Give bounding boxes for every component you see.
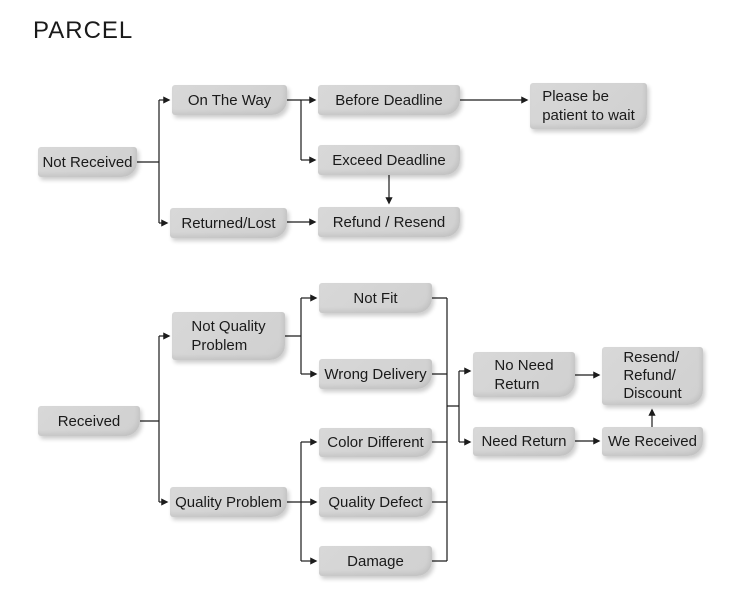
node-label: Before Deadline xyxy=(335,91,443,109)
node-label: Color Different xyxy=(327,434,424,451)
node-label: Quality Defect xyxy=(328,493,423,511)
node-please-be-patient: Please be patient to wait xyxy=(530,83,647,129)
connector-lines xyxy=(137,96,656,565)
node-label: Exceed Deadline xyxy=(332,151,446,169)
node-label: We Received xyxy=(608,433,697,450)
node-wrong-delivery: Wrong Delivery xyxy=(319,359,432,389)
node-color-different: Color Different xyxy=(319,428,432,457)
connector-not-quality-split xyxy=(285,298,302,374)
node-label: Returned/Lost xyxy=(181,214,276,232)
node-resend-refund-discount: Resend/ Refund/ Discount xyxy=(602,347,703,405)
node-quality-problem: Quality Problem xyxy=(170,487,287,517)
node-no-need-return: No Need Return xyxy=(473,352,575,397)
connector-received-split xyxy=(140,336,160,502)
node-label: Please be patient to wait xyxy=(542,88,635,124)
node-not-quality-problem: Not Quality Problem xyxy=(172,312,285,360)
node-label: Wrong Delivery xyxy=(324,365,427,383)
node-label: On The Way xyxy=(187,91,272,109)
node-label: No Need Return xyxy=(494,356,554,393)
node-label: Received xyxy=(57,412,121,430)
node-label: Not Received xyxy=(42,153,133,171)
node-label: Not Fit xyxy=(353,289,398,307)
node-not-received: Not Received xyxy=(38,147,137,177)
node-exceed-deadline: Exceed Deadline xyxy=(318,145,460,175)
node-we-received: We Received xyxy=(602,427,703,456)
connector-return-branch xyxy=(447,371,460,442)
node-label: Damage xyxy=(347,552,404,570)
node-label: Resend/ Refund/ Discount xyxy=(623,349,682,402)
node-quality-defect: Quality Defect xyxy=(319,487,432,517)
node-need-return: Need Return xyxy=(473,427,575,456)
node-damage: Damage xyxy=(319,546,432,576)
connector-on-the-way-split xyxy=(287,99,302,160)
node-refund-resend: Refund / Resend xyxy=(318,207,460,237)
page-title: PARCEL xyxy=(33,17,134,44)
node-label: Quality Problem xyxy=(175,493,282,511)
node-returned-lost: Returned/Lost xyxy=(170,208,287,238)
node-label: Need Return xyxy=(481,433,567,450)
node-before-deadline: Before Deadline xyxy=(318,85,460,115)
node-on-the-way: On The Way xyxy=(172,85,287,115)
node-label: Refund / Resend xyxy=(332,213,446,231)
node-label: Not Quality Problem xyxy=(191,318,266,354)
node-received: Received xyxy=(38,406,140,436)
connector-not-received-split xyxy=(137,100,160,223)
connector-collector xyxy=(432,297,448,562)
node-not-fit: Not Fit xyxy=(319,283,432,313)
